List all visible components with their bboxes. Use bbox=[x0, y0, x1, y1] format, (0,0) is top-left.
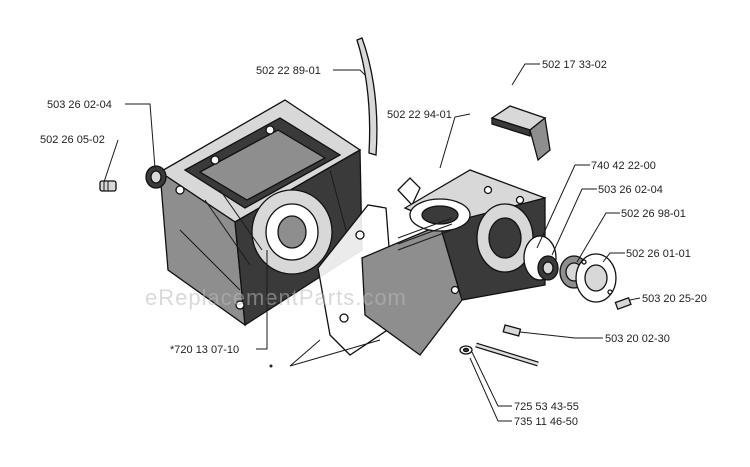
screw-right bbox=[614, 296, 632, 310]
part-label-502-17-33-02: 502 17 33-02 bbox=[542, 59, 607, 71]
rod-part bbox=[356, 37, 378, 156]
washer bbox=[459, 345, 473, 355]
part-label-503-26-02-04-left: 503 26 02-04 bbox=[47, 99, 112, 111]
part-label-502-22-94-01: 502 22 94-01 bbox=[387, 109, 452, 121]
part-label-740-42-22-00: 740 42 22-00 bbox=[591, 160, 656, 172]
marker-dot bbox=[269, 364, 273, 368]
watermark-text: eReplacementParts.com bbox=[145, 285, 407, 310]
part-label-502-26-98-01: 502 26 98-01 bbox=[621, 208, 686, 220]
part-label-503-26-02-04-right: 503 26 02-04 bbox=[598, 184, 663, 196]
cover-plate bbox=[575, 253, 617, 303]
bracket-part bbox=[490, 105, 551, 162]
screw-lower bbox=[502, 324, 522, 337]
long-bolt bbox=[475, 342, 539, 367]
part-label-735-11-46-50: 735 11 46-50 bbox=[514, 416, 578, 428]
part-label-720-13-07-10: *720 13 07-10 bbox=[170, 344, 239, 356]
part-label-725-53-43-55: 725 53 43-55 bbox=[514, 401, 579, 413]
seal-ring-left bbox=[145, 165, 167, 189]
part-label-503-20-25-20: 503 20 25-20 bbox=[642, 293, 707, 305]
part-labels: 502 22 89-01 502 17 33-02 503 26 02-04 5… bbox=[40, 59, 707, 428]
part-label-502-26-05-02: 502 26 05-02 bbox=[40, 134, 105, 146]
part-label-502-22-89-01: 502 22 89-01 bbox=[256, 65, 321, 77]
gasket-small bbox=[397, 177, 421, 207]
leader-lines bbox=[103, 63, 641, 422]
left-crankcase-half bbox=[158, 99, 363, 327]
part-label-502-26-01-01: 502 26 01-01 bbox=[626, 248, 691, 260]
right-crankcase-half bbox=[361, 169, 547, 356]
part-label-503-20-02-30: 503 20 02-30 bbox=[605, 333, 670, 345]
plug-left bbox=[99, 180, 117, 192]
seal-ring-right bbox=[537, 255, 559, 281]
